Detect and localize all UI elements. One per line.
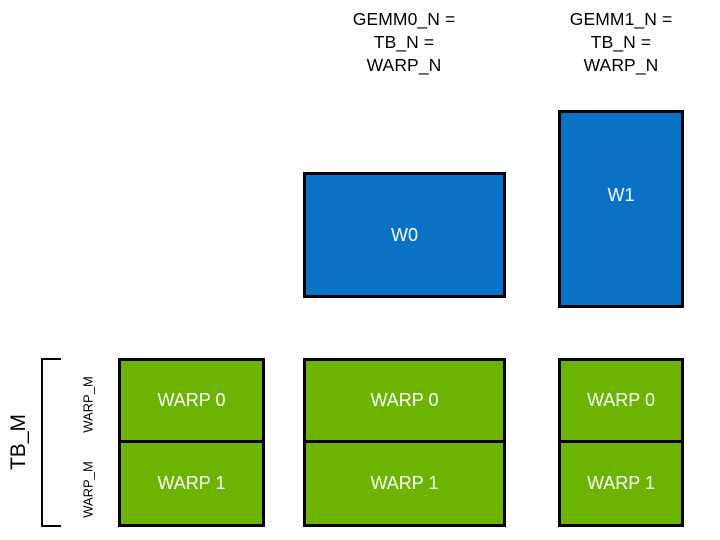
green-column-1: WARP 0 WARP 1 — [303, 358, 506, 527]
green-cell-warp1-col1: WARP 1 — [306, 442, 503, 524]
green-cell-warp1-col2: WARP 1 — [561, 442, 681, 524]
green-cell-warp1-col0: WARP 1 — [121, 442, 262, 524]
green-column-0: WARP 0 WARP 1 — [118, 358, 265, 527]
green-cell-warp0-col0: WARP 0 — [121, 361, 262, 443]
blue-box-w1: W1 — [558, 110, 684, 308]
blue-box-w0-label: W0 — [391, 224, 418, 245]
axis-label-warp-m-bottom: WARP_M — [80, 461, 96, 518]
blue-box-w1-label: W1 — [607, 184, 635, 205]
column-caption-gemm1: GEMM1_N = TB_N = WARP_N — [569, 9, 673, 75]
blue-box-w0: W0 — [303, 172, 506, 298]
column-caption-gemm0: GEMM0_N = TB_N = WARP_N — [352, 9, 456, 75]
green-column-2: WARP 0 WARP 1 — [558, 358, 684, 527]
axis-label-warp-m-top: WARP_M — [80, 376, 96, 433]
axis-label-tb-m: TB_M — [7, 414, 30, 471]
green-cell-warp0-col2: WARP 0 — [561, 361, 681, 443]
tb-m-bracket — [41, 358, 61, 527]
green-cell-warp0-col1: WARP 0 — [306, 361, 503, 443]
